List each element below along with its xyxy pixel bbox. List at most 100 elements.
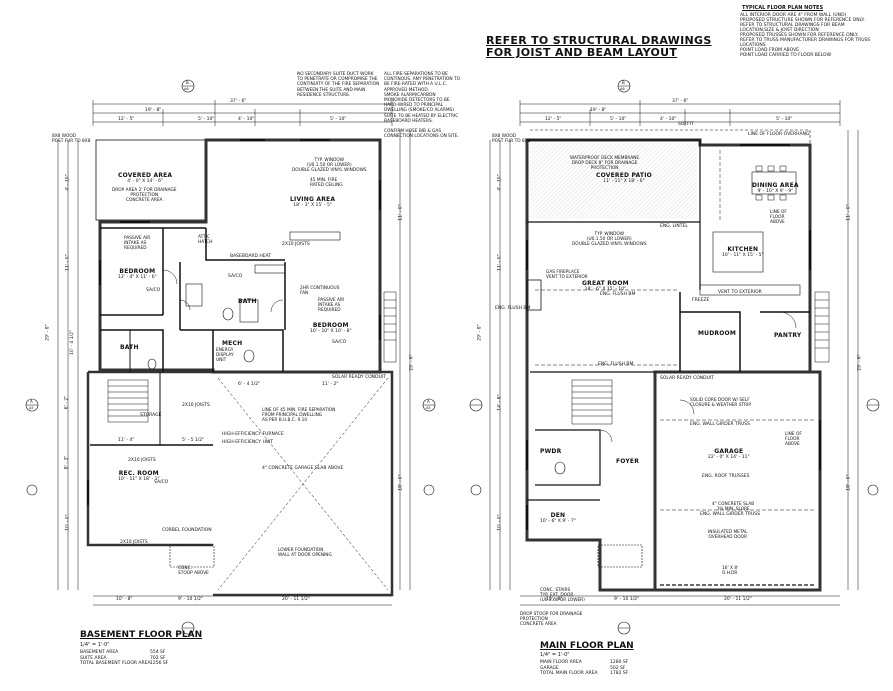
section-marker-label: B [186, 80, 189, 85]
basement-passive-air-2: PASSIVE AIR INTAKE AS REQUIRED [318, 298, 345, 314]
main-dim-left: 10' - 0" [497, 514, 503, 531]
main-waterproof-note: WATERPROOF DECK MEMBRANE DROP DECK 8" FO… [570, 156, 640, 172]
main-fireplace: GAS FIREPLACE VENT TO EXTERIOR [546, 270, 588, 281]
main-dim-top: 5' - 10" [776, 117, 793, 122]
main-dim-top: 19' - 8" [590, 108, 607, 113]
basement-attic-hatch: ATTIC HATCH [198, 235, 213, 246]
basement-joists-1: 2X10 JOISTS [282, 242, 310, 247]
basement-dim-mid: 11' - 4" [118, 438, 135, 443]
basement-dim-left: 6' - 2" [64, 395, 70, 410]
main-freeze: FREEZE [692, 298, 710, 303]
typical-note: PROPOSED TRUSSES SHOWN FOR REFERENCE ONL… [740, 33, 859, 38]
main-dim-right: 11' - 0" [846, 204, 852, 221]
basement-dim-top: 4' - 10" [238, 117, 255, 122]
basement-joists-2: 2X10 JOISTS [182, 403, 210, 408]
main-dim-bottom: 9' - 10 1/2" [614, 597, 640, 602]
basement-dim-bottom: 10' - 8" [116, 597, 133, 602]
basement-dim-left: 4' - 10" [65, 174, 71, 191]
main-floor-above-1: LINE OF FLOOR ABOVE [770, 210, 787, 226]
main-vent: VENT TO EXTERIOR [718, 290, 762, 295]
basement-storage: STORAGE [140, 413, 162, 418]
main-solid-core-door: SOLID CORE DOOR W/ SELF CLOSURE & WEATHE… [690, 398, 751, 409]
basement-solar-conduit: SOLAR READY CONDUIT [332, 375, 386, 380]
main-dim-top-overall: 37' - 6" [672, 99, 689, 104]
basement-room-mech: MECH [222, 340, 243, 347]
basement-dim-left: 10' - 0" [65, 514, 71, 531]
refer-heading-line1: REFER TO STRUCTURAL DRAWINGS [486, 34, 712, 47]
main-room-powder: PWDR [540, 448, 562, 455]
main-flush-beam-2: ENG. FLUSH BM [598, 362, 634, 367]
main-dim-bottom: 10' - 8" [546, 597, 563, 602]
main-solar-conduit: SOLAR READY CONDUIT [660, 376, 714, 381]
main-flush-beam-3: ENG. FLUSH BM [495, 306, 531, 311]
main-floor-above-2: LINE OF FLOOR ABOVE [785, 432, 802, 448]
typical-notes-title: TYPICAL FLOOR PLAN NOTES [742, 5, 824, 11]
basement-joists-3: 2X10 JOISTS [128, 458, 156, 463]
main-dim-left: 4' - 10" [497, 174, 503, 191]
basement-window-note: TYP. WINDOW (U0.1.50 OR LOWER) DOUBLE GL… [292, 158, 367, 174]
typical-note: REFER TO TRUSS MANUFACTURER DRAWINGS FOR… [740, 38, 871, 43]
basement-passive-air-1: PASSIVE AIR INTAKE AS REQUIRED [124, 236, 151, 252]
main-dim-left: 11' - 0" [497, 254, 503, 271]
main-dim-top: 4' - 10" [660, 117, 677, 122]
basement-dim-top: 5' - 10" [330, 117, 347, 122]
basement-dim-bottom: 20' - 11 1/2" [282, 597, 310, 602]
main-dim-right: 18' - 0" [846, 474, 852, 491]
basement-dim-mid: 6' - 4 1/2" [238, 382, 261, 387]
main-room-pantry: PANTRY [774, 332, 802, 339]
section-marker-label: A [427, 399, 430, 404]
basement-title: BASEMENT FLOOR PLAN [80, 630, 203, 640]
basement-dim-top: 12' - 5" [118, 117, 135, 122]
basement-dim-top: 5' - 10" [198, 117, 215, 122]
typical-note: POINT LOAD CARRIED TO FLOOR BELOW [740, 53, 832, 58]
main-title: MAIN FLOOR PLAN [540, 641, 634, 651]
basement-smoke-co-4: SA/CO [228, 274, 243, 279]
section-marker-label: A [30, 399, 33, 404]
main-room-foyer: FOYER [616, 458, 640, 465]
main-drop-stoop: DROP STOOP FOR DRAINAGE PROTECTION CONCR… [520, 612, 583, 628]
basement-dim-left: 11' - 0" [65, 254, 71, 271]
basement-energy-unit: ENERGY DISPLAY UNIT [216, 348, 234, 364]
section-marker-label: A6 [620, 87, 625, 91]
basement-continuous-fan: 2HR CONTINUOUS FAN [300, 286, 340, 297]
general-notes-col2: ALL FIRE-SEPARATIONS TO BE CONTINOUS. AN… [384, 72, 460, 140]
basement-furnace: HIGH-EFFICIENCY FURNACE [222, 432, 284, 437]
main-girder-truss-2: ENG. WALL GIRDER TRUSS [700, 512, 760, 517]
basement-dim-left: 29' - 8" [45, 324, 51, 341]
basement-plan-drawing [25, 79, 436, 635]
basement-corbel: CORBEL FOUNDATION [162, 528, 212, 533]
basement-smoke-co-2: SA/CO [332, 340, 347, 345]
basement-joists-4: 2X10 JOISTS [120, 540, 148, 545]
typical-note: LOCATION,SIZE & JOIST DIRECTION [740, 28, 819, 33]
basement-drop-area: DROP AREA 2' FOR DRAINAGE PROTECTION CON… [112, 188, 177, 204]
area-row: TOTAL BASEMENT FLOOR AREA1256 SF [80, 661, 169, 666]
basement-stoop-above: CONC. STOOP ABOVE [178, 566, 209, 577]
basement-dim-top: 19' - 8" [145, 108, 162, 113]
typical-notes-list: ALL INTERIOR DOOR ARE 4" FROM WALL (UNO)… [740, 13, 890, 58]
basement-fire-separation: LINE OF 45 MIN. FIRE SEPARATION FROM PRI… [262, 408, 336, 424]
main-dim-top: 5' - 10" [610, 117, 627, 122]
main-girder-truss-1: ENG. WALL GIRDER TRUSS [690, 422, 750, 427]
refer-heading-line2: FOR JOIST AND BEAM LAYOUT [486, 46, 678, 59]
main-roof-trusses: ENG. ROOF TRUSSES [702, 474, 750, 479]
basement-dim-right: 11' - 0" [398, 204, 404, 221]
main-plan-drawing [469, 79, 880, 635]
basement-dim-right: 18' - 0" [398, 474, 404, 491]
section-marker-label: A5 [426, 406, 431, 410]
main-garage-slab: 4" CONCRETE SLAB 1% MIN. SLOPE [712, 502, 755, 513]
basement-room-bath-2: BATH [120, 344, 139, 351]
